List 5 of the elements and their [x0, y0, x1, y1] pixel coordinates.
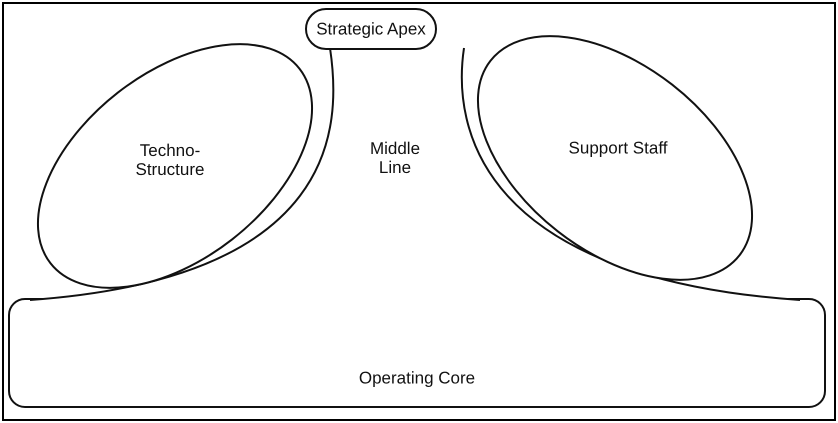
- part-label: Techno-Structure: [134, 141, 206, 179]
- part-label: Operating Core: [358, 368, 476, 388]
- part-label: Middle Line: [368, 139, 422, 177]
- part-label: Support Staff: [568, 138, 668, 158]
- part-label: Strategic Apex: [315, 20, 427, 38]
